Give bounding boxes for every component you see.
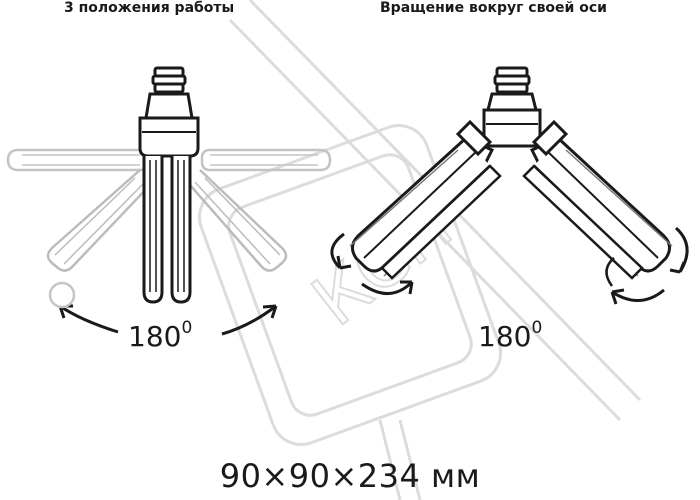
axis-rotation-arrow-left bbox=[330, 232, 414, 295]
dimensions-label: 90×90×234 мм bbox=[219, 457, 481, 495]
angle-value-left: 180 bbox=[128, 320, 182, 353]
angle-label-left: 1800 bbox=[128, 318, 193, 353]
ghost-horizontal-tubes bbox=[6, 148, 332, 172]
lamp-base bbox=[138, 66, 200, 158]
axis-rotation-arrow-right bbox=[605, 226, 689, 305]
heading-axis-rotation: Вращение вокруг своей оси bbox=[380, 0, 607, 16]
vertical-tubes bbox=[142, 156, 192, 304]
rotating-arm-left bbox=[349, 119, 502, 280]
angle-unit-right: 0 bbox=[531, 318, 543, 338]
angle-label-right: 1800 bbox=[478, 318, 543, 353]
rotating-arm-right bbox=[522, 119, 673, 280]
lamp-three-positions bbox=[6, 66, 332, 336]
angle-unit-left: 0 bbox=[181, 318, 193, 338]
ghost-diagonal-tubes bbox=[46, 169, 288, 272]
pivot-marker bbox=[48, 281, 76, 309]
angle-value-right: 180 bbox=[478, 320, 532, 353]
lamp-rotating bbox=[330, 66, 689, 305]
heading-three-positions: 3 положения работы bbox=[64, 0, 235, 16]
